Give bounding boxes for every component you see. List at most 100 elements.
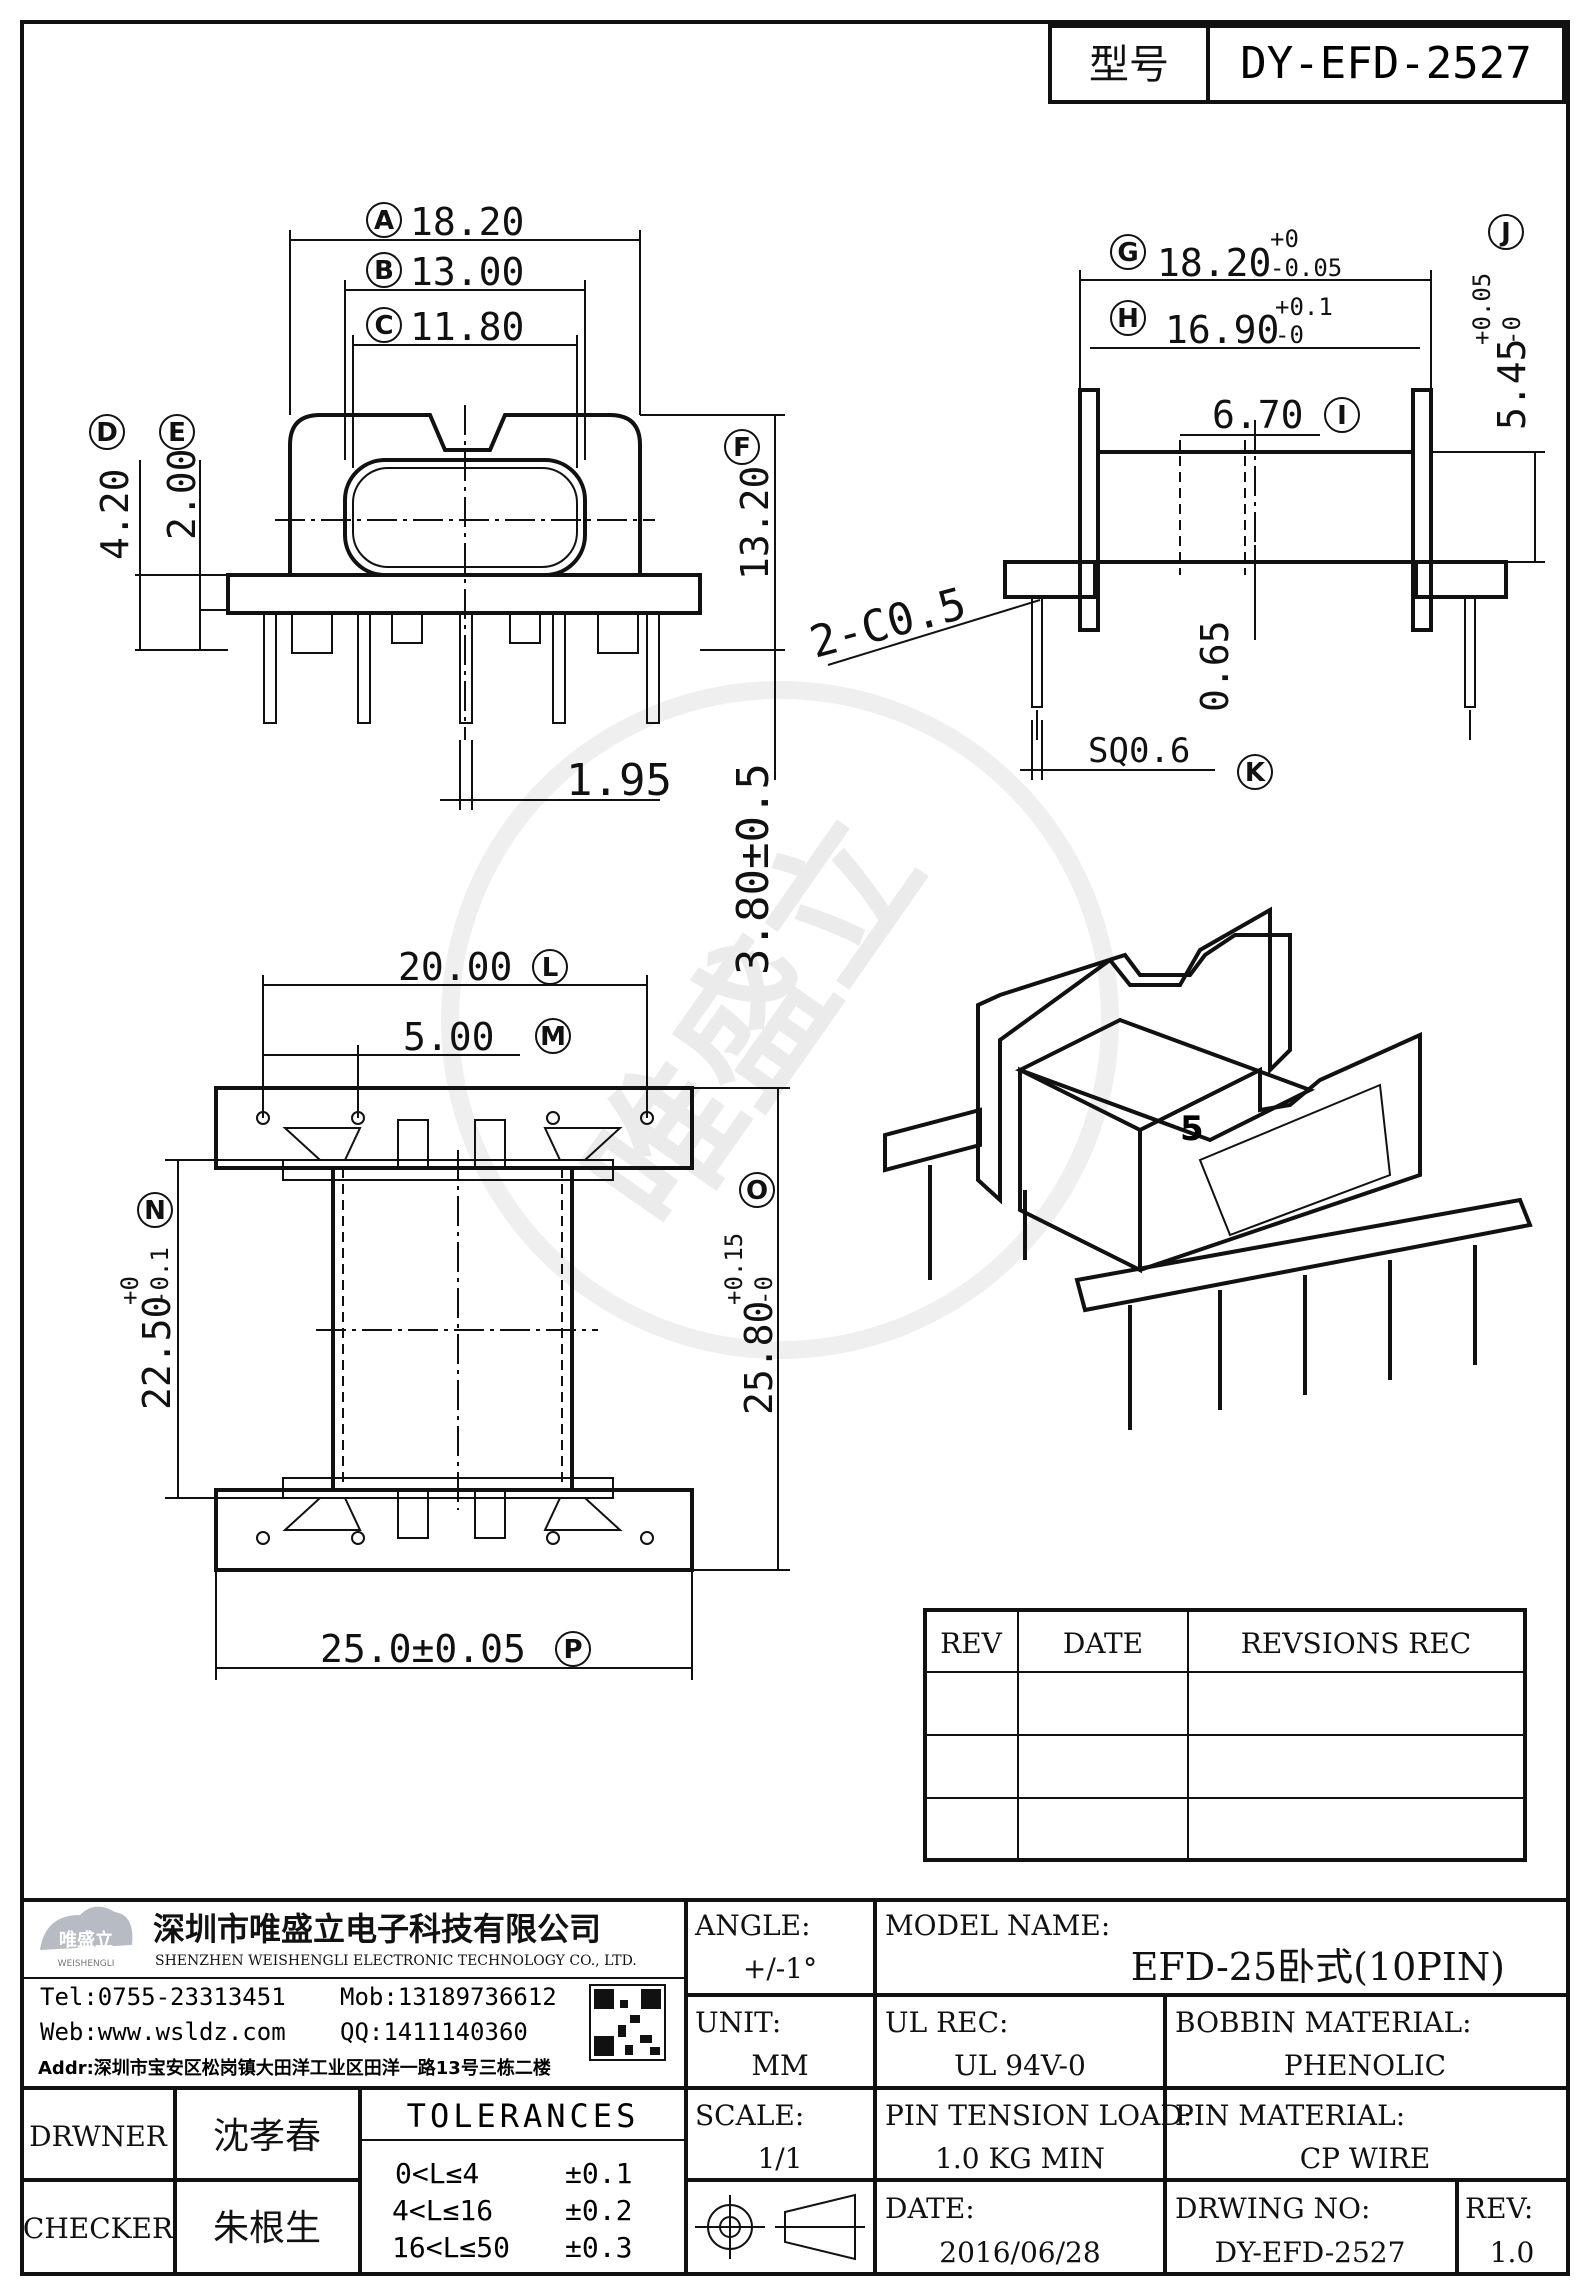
svg-text:N: N — [144, 1196, 166, 1226]
drawing-border — [20, 20, 1570, 2276]
pin-tension-label: PIN TENSION LOAD: — [885, 2099, 1192, 2132]
dim-g-upper: +0 — [1270, 225, 1299, 253]
company-qq: QQ:1411140360 — [340, 2018, 528, 2046]
callout-a: A — [366, 202, 402, 238]
callout-m: M — [535, 1018, 571, 1054]
unit-label: UNIT: — [695, 2006, 781, 2039]
tolerances-title: TOLERANCES — [407, 2097, 640, 2135]
company-tel: Tel:0755-23313451 — [40, 1983, 286, 2011]
dim-j: 5.45 — [1490, 338, 1534, 430]
drawer-label: DRWNER — [29, 2120, 168, 2153]
callout-g: G — [1110, 234, 1146, 270]
header-model-box: 型号 DY-EFD-2527 — [1048, 24, 1566, 104]
dim-o-upper: +0.15 — [720, 1233, 748, 1305]
callout-e: E — [159, 414, 195, 450]
svg-text:K: K — [1245, 758, 1266, 788]
svg-text:E: E — [168, 418, 186, 448]
header-model-code: DY-EFD-2527 — [1240, 38, 1531, 89]
tolerance-range-1: 0<L≤4 — [395, 2157, 479, 2190]
pin-material-value: CP WIRE — [1300, 2142, 1431, 2175]
callout-c: C — [366, 307, 402, 343]
dim-n-lower: -0.1 — [146, 1247, 174, 1305]
dim-d: 4.20 — [93, 468, 137, 560]
rev-header-rec: REVSIONS REC — [1241, 1627, 1471, 1660]
company-address: Addr:深圳市宝安区松岗镇大田洋工业区田洋一路13号三栋二楼 — [38, 2057, 551, 2079]
dim-chamfer: 2-C0.5 — [805, 578, 972, 668]
iso-pin-marker: 5 — [1180, 1109, 1204, 1149]
dim-j-upper: +0.05 — [1468, 273, 1496, 345]
callout-f: F — [724, 429, 760, 465]
rev-value: 1.0 — [1490, 2236, 1535, 2269]
revision-table: REV DATE REVSIONS REC — [923, 1608, 1527, 1862]
svg-text:D: D — [96, 418, 118, 448]
svg-text:L: L — [542, 953, 559, 983]
angle-label: ANGLE: — [694, 1909, 811, 1942]
dim-f: 13.20 — [733, 466, 777, 580]
dim-pin-pitch: 1.95 — [566, 755, 672, 806]
rev-header-rev: REV — [940, 1627, 1003, 1660]
logo-text: 唯盛立 — [59, 1929, 113, 1951]
dim-a: 18.20 — [410, 200, 524, 244]
dim-h-lower: -0 — [1275, 321, 1304, 349]
callout-k: K — [1237, 754, 1273, 790]
dim-m: 5.00 — [403, 1015, 495, 1059]
logo-sub: WEISHENGLI — [58, 1959, 115, 1969]
callout-l: L — [532, 949, 568, 985]
dim-o-lower: -0 — [750, 1276, 778, 1305]
callout-b: B — [366, 252, 402, 288]
checker-name: 朱根生 — [213, 2208, 321, 2249]
date-value: 2016/06/28 — [939, 2236, 1100, 2269]
bobbin-material-label: BOBBIN MATERIAL: — [1175, 2006, 1472, 2039]
ul-rec-label: UL REC: — [885, 2006, 1008, 2039]
dim-n-upper: +0 — [116, 1276, 144, 1305]
dim-p: 25.0±0.05 — [320, 1627, 526, 1671]
header-type-label: 型号 — [1089, 42, 1169, 88]
tolerance-value-1: ±0.1 — [565, 2157, 632, 2190]
projection-symbol-icon — [695, 2193, 865, 2261]
iso-view: 5 — [883, 906, 1533, 1430]
dim-g-lower: -0.05 — [1270, 254, 1342, 282]
callout-i: I — [1324, 397, 1360, 433]
svg-text:O: O — [746, 1176, 768, 1206]
model-name-label: MODEL NAME: — [885, 1909, 1110, 1942]
tolerance-range-3: 16<L≤50 — [392, 2231, 510, 2264]
pin-material-label: PIN MATERIAL: — [1175, 2099, 1405, 2132]
qr-code — [589, 1984, 666, 2061]
svg-text:P: P — [563, 1635, 582, 1665]
company-logo: 唯盛立 WEISHENGLI — [40, 1906, 133, 1969]
company-mob: Mob:13189736612 — [340, 1983, 557, 2011]
dim-i: 6.70 — [1212, 393, 1304, 437]
tolerance-value-2: ±0.2 — [565, 2194, 632, 2227]
callout-j: J — [1488, 214, 1524, 250]
svg-text:C: C — [374, 311, 393, 341]
callout-o: O — [739, 1172, 775, 1208]
dim-n: 22.50 — [135, 1296, 179, 1410]
dim-k: SQ0.6 — [1088, 731, 1190, 771]
dim-g: 18.20 — [1157, 241, 1271, 285]
front-view — [135, 230, 785, 810]
scale-value: 1/1 — [757, 2142, 802, 2175]
company-name-cn: 深圳市唯盛立电子科技有限公司 — [153, 1910, 601, 1948]
dim-l: 20.00 — [398, 945, 512, 989]
tolerance-range-2: 4<L≤16 — [392, 2194, 493, 2227]
dim-pin-height: 3.80±0.5 — [728, 763, 779, 975]
callout-d: D — [89, 414, 125, 450]
model-name-value: EFD-25卧式(10PIN) — [1131, 1945, 1505, 1989]
svg-text:M: M — [540, 1022, 566, 1052]
rev-label: REV: — [1465, 2192, 1533, 2225]
drawer-name: 沈孝春 — [213, 2116, 321, 2157]
ul-rec-value: UL 94V-0 — [954, 2049, 1086, 2082]
side-view — [827, 270, 1545, 780]
svg-text:B: B — [374, 256, 394, 286]
svg-text:A: A — [374, 206, 394, 236]
callout-h: H — [1110, 300, 1146, 336]
dim-step: 0.65 — [1193, 620, 1237, 712]
svg-text:F: F — [733, 433, 751, 463]
angle-value: +/-1° — [743, 1952, 817, 1985]
svg-text:G: G — [1117, 238, 1138, 268]
dim-e: 2.00 — [160, 448, 204, 540]
svg-text:H: H — [1117, 304, 1139, 334]
scale-label: SCALE: — [695, 2099, 804, 2132]
date-label: DATE: — [885, 2192, 975, 2225]
